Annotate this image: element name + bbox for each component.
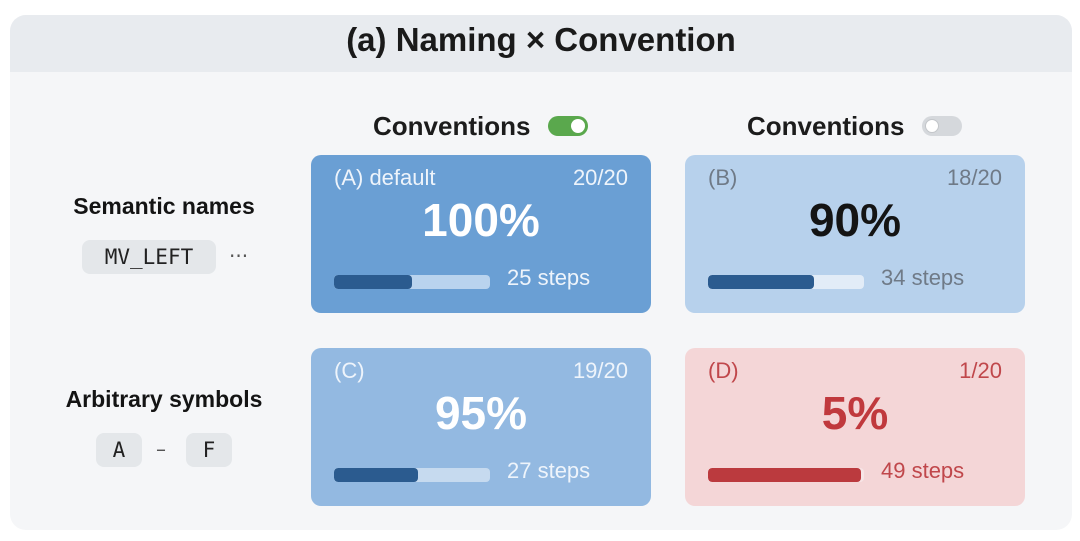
card-percent: 95% [434, 387, 528, 439]
progress-track [708, 275, 864, 289]
card-percent: 5% [821, 387, 889, 439]
example-chip-mv-left: MV_LEFT [82, 240, 216, 274]
result-card-d: (D) 1/20 5% 49 steps [685, 348, 1025, 506]
card-percent: 90% [808, 194, 902, 246]
panel-header: (a) Naming × Convention [10, 15, 1072, 72]
card-score: 20/20 [572, 165, 628, 190]
column-header-conventions-off: Conventions [747, 109, 963, 143]
ellipsis-icon: ··· [229, 244, 249, 268]
card-score: 18/20 [946, 165, 1002, 190]
progress-track [334, 468, 490, 482]
card-steps: 34 steps [881, 265, 965, 290]
progress-fill [708, 275, 815, 289]
figure-panel: (a) Naming × Convention Conventions Conv… [10, 15, 1072, 530]
toggle-on-icon [548, 116, 589, 136]
range-dash: – [156, 437, 166, 461]
result-card-a: (A) default 20/20 100% 25 steps [311, 155, 651, 313]
row-label-semantic-names: Semantic names [73, 193, 255, 219]
progress-track [334, 275, 490, 289]
result-card-c: (C) 19/20 95% 27 steps [311, 348, 651, 506]
card-label: (C) [334, 358, 365, 383]
card-label: (D) [708, 358, 739, 383]
toggle-off-icon [922, 116, 963, 136]
panel-title: (a) Naming × Convention [346, 21, 736, 58]
card-steps: 25 steps [507, 265, 591, 290]
progress-fill [334, 275, 412, 289]
result-card-b: (B) 18/20 90% 34 steps [685, 155, 1025, 313]
card-label: (B) [708, 165, 738, 190]
column-header-label: Conventions [373, 110, 531, 141]
card-label: (A) default [334, 165, 436, 190]
card-score: 19/20 [572, 358, 628, 383]
card-score: 1/20 [959, 358, 1002, 383]
column-header-conventions-on: Conventions [373, 109, 589, 143]
progress-fill [708, 468, 861, 482]
row-label-arbitrary-symbols: Arbitrary symbols [65, 386, 263, 412]
card-steps: 49 steps [881, 458, 965, 483]
example-chip-a: A [96, 433, 142, 467]
card-steps: 27 steps [507, 458, 591, 483]
column-header-label: Conventions [747, 110, 905, 141]
card-percent: 100% [422, 194, 540, 246]
progress-track [708, 468, 864, 482]
progress-fill [334, 468, 419, 482]
example-chip-f: F [186, 433, 232, 467]
